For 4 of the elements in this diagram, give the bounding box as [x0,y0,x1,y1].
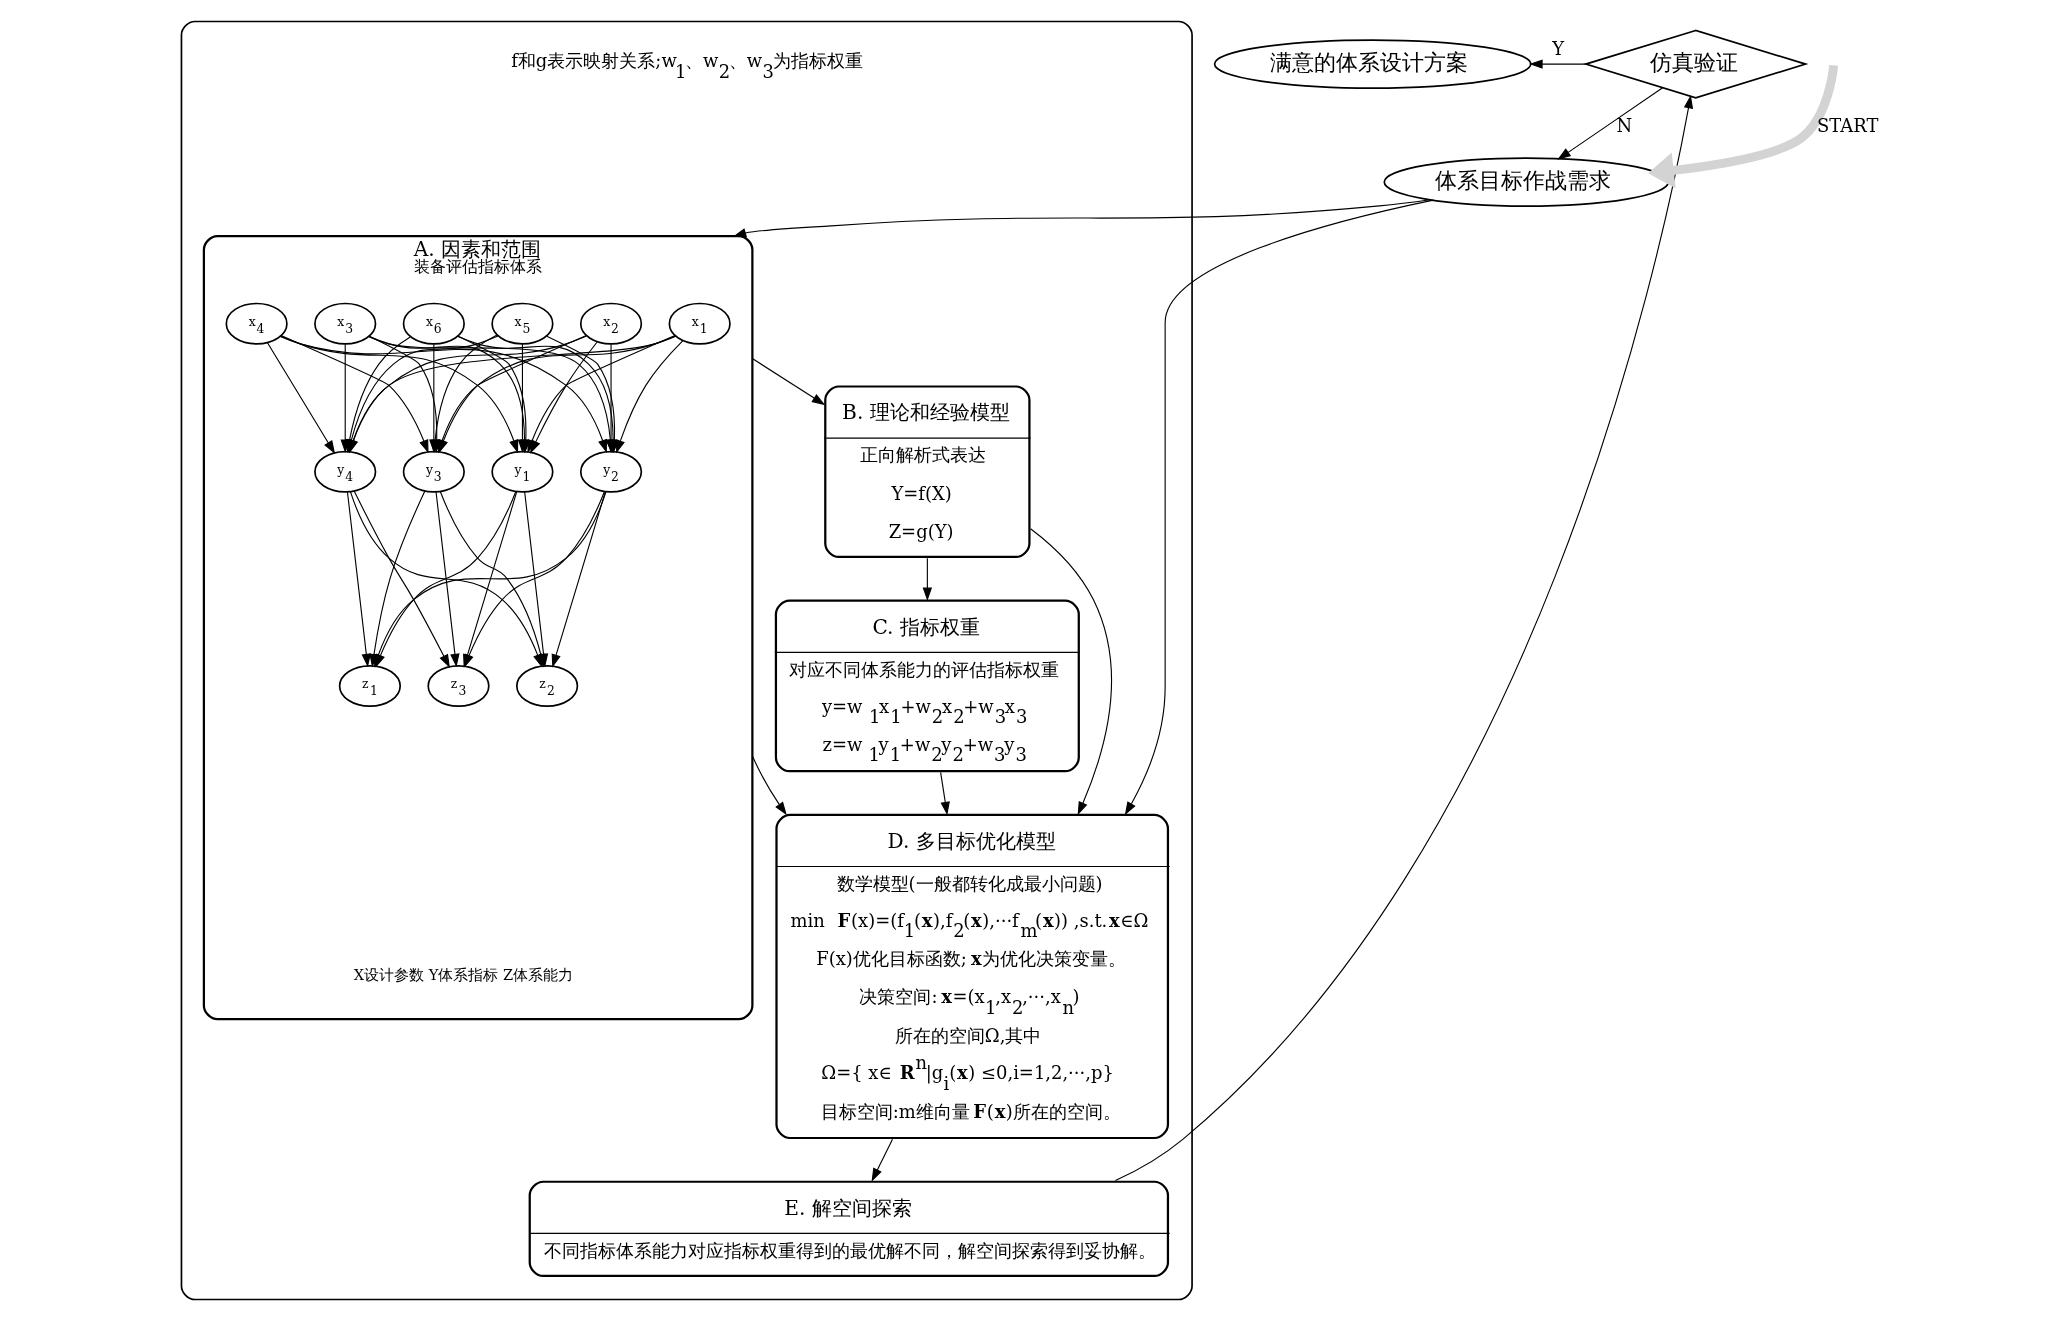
node-label: X设计参数 Y体系指标 Z体系能力 [353,966,573,984]
edge-label: Y [1551,37,1564,59]
edge-label: START [1816,115,1878,137]
edge-label: N [1616,115,1632,137]
